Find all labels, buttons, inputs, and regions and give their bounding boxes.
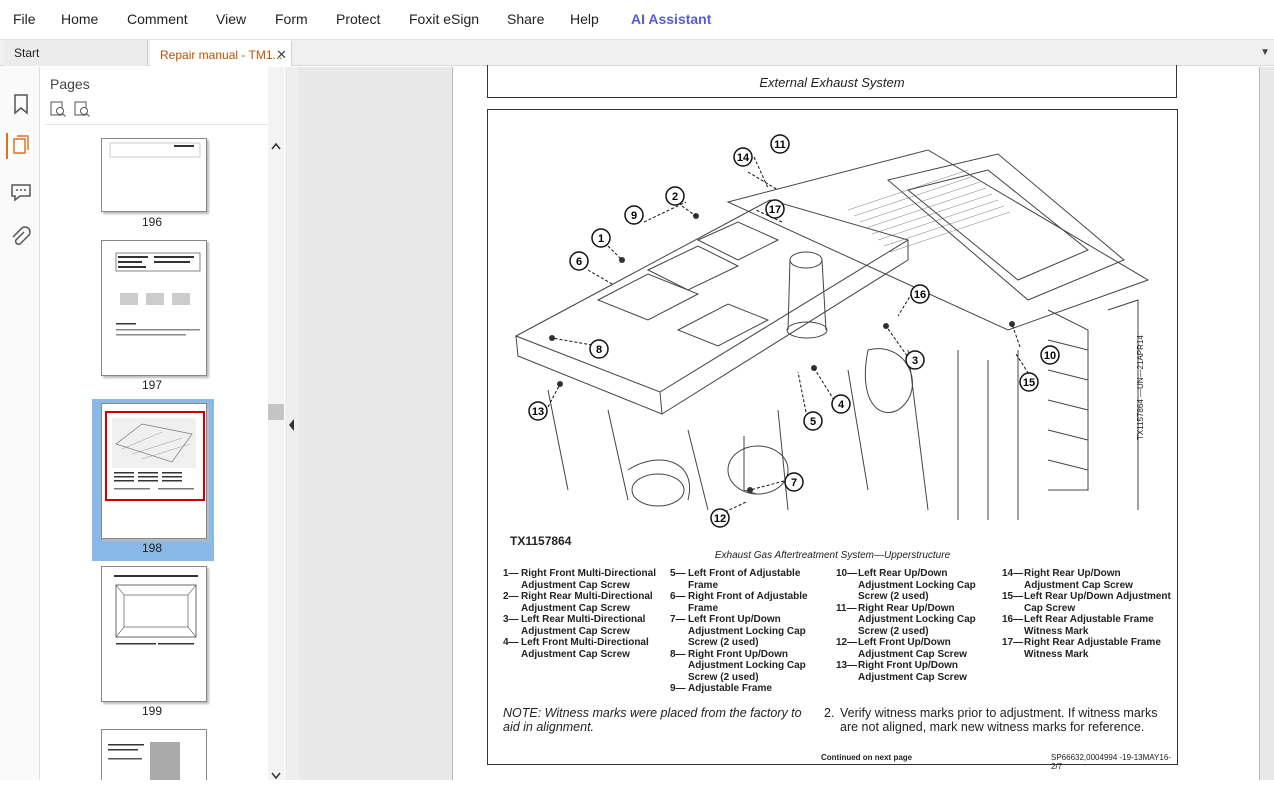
legend-item: 16—Left Rear Adjustable Frame Witness Ma… — [1002, 614, 1154, 637]
legend-item: 6—Right Front of Adjustable Frame — [670, 591, 808, 614]
thumb-label-199: 199 — [141, 704, 163, 718]
figure-box: 1 2 3 4 5 6 7 8 9 10 11 12 13 14 15 16 1… — [487, 109, 1178, 771]
close-icon[interactable]: ✕ — [276, 47, 287, 62]
callout-8: 8 — [596, 344, 602, 356]
legend-item: 9—Adjustable Frame — [670, 683, 772, 694]
page-thumbnail-196[interactable] — [101, 138, 207, 212]
legend-column-1: 1—Right Front Multi-Directional Adjustme… — [503, 568, 663, 660]
note-text: NOTE: Witness marks were placed from the… — [503, 706, 802, 734]
step-2: 2. Verify witness marks prior to adjustm… — [824, 706, 1160, 734]
callout-11: 11 — [774, 139, 786, 151]
legend-item: 5—Left Front of Adjustable Frame — [670, 568, 801, 591]
legend-item: 11—Right Rear Up/Down Adjustment Locking… — [836, 602, 976, 637]
menu-ai-assistant[interactable]: AI Assistant — [631, 11, 712, 27]
menu-view[interactable]: View — [216, 11, 247, 27]
left-rail — [0, 67, 40, 780]
callout-16: 16 — [914, 289, 926, 301]
figure-caption: Exhaust Gas Aftertreatment System—Uppers… — [714, 550, 951, 561]
legend-column-2: 5—Left Front of Adjustable Frame 6—Right… — [670, 568, 820, 695]
callout-9: 9 — [631, 210, 637, 222]
callout-7: 7 — [791, 477, 797, 489]
divider — [45, 124, 277, 125]
legend-item: 1—Right Front Multi-Directional Adjustme… — [503, 568, 656, 591]
zoom-in-thumbnail-icon[interactable] — [49, 100, 67, 118]
tab-start[interactable]: Start — [4, 40, 148, 66]
menu-bar: File Home Comment View Form Protect Foxi… — [0, 0, 1274, 40]
callout-14: 14 — [737, 152, 750, 164]
callout-17: 17 — [769, 204, 781, 216]
step-number: 2. — [824, 706, 835, 720]
callout-6: 6 — [576, 256, 582, 268]
page-thumbnail-200[interactable] — [101, 729, 207, 780]
legend-item: 4—Left Front Multi-Directional Adjustmen… — [503, 637, 649, 660]
thumb-label-198: 198 — [141, 541, 163, 555]
callout-1: 1 — [598, 233, 604, 245]
pages-panel: Pages 196 197 198 — [41, 67, 285, 780]
legend-item: 14—Right Rear Up/Down Adjustment Cap Scr… — [1002, 568, 1133, 591]
callout-12: 12 — [714, 513, 726, 525]
tab-start-label: Start — [14, 46, 40, 60]
page-thumbnail-199[interactable] — [101, 566, 207, 702]
figure-number: TX1157864 — [510, 534, 572, 548]
legend-column-4: 14—Right Rear Up/Down Adjustment Cap Scr… — [1002, 568, 1174, 660]
callout-3: 3 — [912, 355, 918, 367]
legend-item: 2—Right Rear Multi-Directional Adjustmen… — [503, 591, 653, 614]
menu-protect[interactable]: Protect — [336, 11, 381, 27]
panel-splitter[interactable] — [285, 67, 299, 780]
pages-icon[interactable] — [6, 133, 32, 159]
callout-13: 13 — [532, 406, 544, 418]
section-header: External Exhaust System — [487, 65, 1177, 98]
legend-item: 7—Left Front Up/Down Adjustment Locking … — [670, 614, 806, 648]
continued-label: Continued on next page — [821, 753, 913, 762]
menu-help[interactable]: Help — [570, 11, 599, 27]
legend-item: 10—Left Rear Up/Down Adjustment Locking … — [836, 568, 976, 602]
document-page: External Exhaust System — [452, 65, 1260, 780]
legend-column-3: 10—Left Rear Up/Down Adjustment Locking … — [836, 568, 994, 683]
callout-10: 10 — [1044, 350, 1056, 362]
bookmark-icon[interactable] — [8, 91, 34, 117]
page-thumbnail-197[interactable] — [101, 240, 207, 376]
doc-reference: SP66632,0004994 -19-13MAY16-2/7 — [1051, 753, 1171, 771]
legend-item: 8—Right Front Up/Down Adjustment Locking… — [670, 648, 806, 683]
comment-icon[interactable] — [8, 179, 34, 205]
callout-5: 5 — [810, 416, 816, 428]
legend-item: 12—Left Front Up/Down Adjustment Cap Scr… — [836, 637, 967, 660]
callout-15: 15 — [1023, 377, 1035, 389]
thumb-label-197: 197 — [141, 378, 163, 392]
menu-comment[interactable]: Comment — [127, 11, 188, 27]
section-title: External Exhaust System — [759, 75, 905, 90]
attachment-icon[interactable] — [8, 225, 34, 251]
menu-form[interactable]: Form — [275, 11, 308, 27]
tab-repair-manual-label: Repair manual - TM1... — [160, 48, 283, 62]
menu-file[interactable]: File — [13, 11, 36, 27]
menu-share[interactable]: Share — [507, 11, 545, 27]
tab-repair-manual[interactable]: Repair manual - TM1... ✕ — [150, 40, 292, 66]
pages-title: Pages — [50, 76, 90, 92]
tab-bar: Start Repair manual - TM1... ✕ ▼ — [0, 40, 1274, 66]
legend-item: 13—Right Front Up/Down Adjustment Cap Sc… — [836, 660, 967, 683]
menu-foxit-esign[interactable]: Foxit eSign — [409, 11, 480, 27]
legend-item: 17—Right Rear Adjustable Frame Witness M… — [1002, 637, 1161, 660]
pages-scrollbar[interactable] — [268, 67, 284, 780]
menu-home[interactable]: Home — [61, 11, 99, 27]
zoom-out-thumbnail-icon[interactable] — [73, 100, 91, 118]
chevron-down-icon[interactable]: ▼ — [1260, 47, 1270, 58]
step-text: Verify witness marks prior to adjustment… — [840, 706, 1158, 734]
legend-item: 3—Left Rear Multi-Directional Adjustment… — [503, 614, 646, 637]
thumb-label-196: 196 — [141, 215, 163, 229]
callout-2: 2 — [672, 191, 678, 203]
figure-side-label: TX1157864 —UN—21APR14 — [1136, 335, 1145, 440]
page-thumbnail-198[interactable] — [101, 403, 207, 539]
legend-item: 15—Left Rear Up/Down Adjustment Cap Scre… — [1002, 591, 1171, 614]
callout-4: 4 — [838, 399, 845, 411]
exhaust-illustration: 1 2 3 4 5 6 7 8 9 10 11 12 13 14 15 16 1… — [514, 134, 1150, 528]
